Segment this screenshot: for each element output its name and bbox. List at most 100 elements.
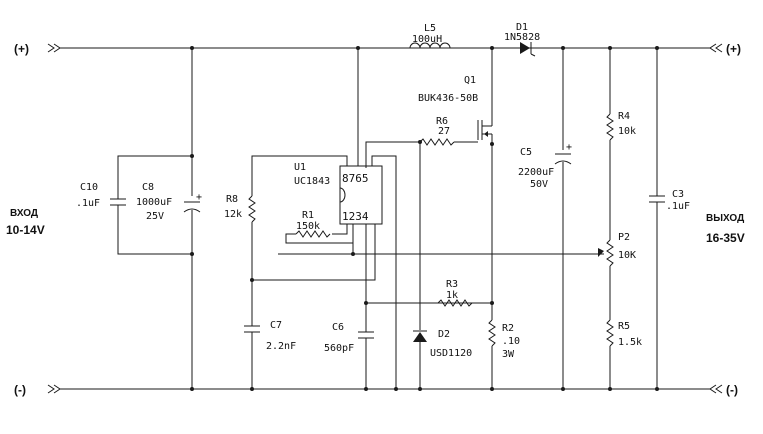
c10-ref: C10	[80, 182, 98, 193]
junction	[608, 46, 612, 50]
c6-ref: C6	[332, 322, 344, 333]
terminal-minus-right: (-)	[726, 383, 738, 397]
resistor-r1-symbol	[295, 230, 331, 238]
potentiometer-p2-symbol	[606, 239, 614, 267]
c8-ref: C8	[142, 182, 154, 193]
terminal-arrow-left-minus	[47, 384, 68, 394]
resistor-r6-symbol	[419, 138, 455, 146]
r6-ref: R6	[436, 116, 448, 127]
wire-r1-left	[332, 224, 348, 235]
output-label: ВЫХОД	[706, 213, 744, 224]
c8-value: 1000uF	[136, 197, 172, 208]
c5-voltage: 50V	[530, 179, 548, 190]
u1-pins-bottom: 1234	[342, 210, 369, 223]
junction	[490, 387, 494, 391]
svg-text:+: +	[196, 192, 202, 203]
resistor-r4-symbol	[606, 113, 614, 141]
c10-value: .1uF	[76, 198, 100, 209]
resistor-r3-symbol	[437, 299, 473, 307]
junction	[190, 252, 194, 256]
input-label: ВХОД	[10, 208, 38, 219]
c5-ref: C5	[520, 147, 532, 158]
junction	[351, 252, 355, 256]
capacitor-c10-symbol	[110, 198, 126, 206]
junction	[418, 387, 422, 391]
q1-ref: Q1	[464, 75, 476, 86]
resistor-r2-symbol	[488, 319, 496, 347]
c3-value: .1uF	[666, 201, 690, 212]
u1-ref: U1	[294, 162, 306, 173]
c8-voltage: 25V	[146, 211, 164, 222]
ic-u1-notch	[339, 187, 346, 203]
c3-ref: C3	[672, 189, 684, 200]
ic-u1-body	[339, 165, 383, 225]
resistor-r8-symbol	[248, 195, 256, 223]
c7-ref: C7	[270, 320, 282, 331]
capacitor-c3-symbol	[649, 195, 665, 203]
wire-u1-pin3	[365, 224, 492, 304]
wire-r6-left	[365, 141, 420, 168]
terminal-arrow-right-plus	[709, 43, 723, 53]
q1-value: BUK436-50B	[418, 93, 478, 104]
r8-value: 12k	[224, 209, 242, 220]
terminal-arrow-left-plus	[47, 43, 68, 53]
c7-value: 2.2nF	[266, 341, 296, 352]
resistor-r5-symbol	[606, 319, 614, 347]
r2-power: 3W	[502, 349, 515, 360]
r8-ref: R8	[226, 194, 238, 205]
junction	[190, 46, 194, 50]
r6-value: 27	[438, 126, 450, 137]
capacitor-c8-symbol: +	[183, 192, 202, 213]
wire-u1-pin5	[371, 155, 397, 389]
u1-pins-top: 8765	[342, 172, 369, 185]
capacitor-c5-symbol: +	[554, 142, 572, 165]
junction	[190, 387, 194, 391]
r5-ref: R5	[618, 321, 630, 332]
junction	[190, 154, 194, 158]
l5-ref: L5	[424, 23, 436, 34]
junction	[490, 142, 494, 146]
wire-u1-pin8	[251, 155, 348, 196]
junction	[561, 387, 565, 391]
wire	[278, 243, 354, 255]
wire-c10-top	[117, 155, 192, 199]
junction	[655, 387, 659, 391]
input-range: 10-14V	[6, 223, 45, 237]
wire-r1-right	[285, 224, 354, 244]
d2-ref: D2	[438, 329, 450, 340]
r3-value: 1k	[446, 290, 458, 301]
c6-value: 560pF	[324, 343, 354, 354]
junction	[608, 387, 612, 391]
l5-value: 100uH	[412, 34, 442, 45]
capacitor-c6-symbol	[358, 331, 374, 339]
r3-ref: R3	[446, 279, 458, 290]
junction	[655, 46, 659, 50]
terminal-minus-left: (-)	[14, 383, 26, 397]
wire-u1-pin4	[252, 224, 376, 281]
svg-text:+: +	[566, 142, 572, 153]
terminal-arrow-right-minus	[709, 384, 723, 394]
mosfet-q1-symbol	[477, 120, 492, 140]
r5-value: 1.5k	[618, 337, 642, 348]
d2-value: USD1120	[430, 348, 472, 359]
capacitor-c7-symbol	[244, 325, 260, 333]
junction	[250, 387, 254, 391]
d1-ref: D1	[516, 22, 528, 33]
wire-c10-bottom	[117, 205, 192, 255]
r1-ref: R1	[302, 210, 314, 221]
p2-ref: P2	[618, 232, 630, 243]
r2-ref: R2	[502, 323, 514, 334]
potentiometer-wiper-arrow	[598, 248, 604, 257]
terminal-plus-left: (+)	[14, 42, 29, 56]
r4-value: 10k	[618, 126, 636, 137]
r4-ref: R4	[618, 111, 630, 122]
diode-d2-symbol	[413, 330, 427, 342]
d1-value: 1N5828	[504, 32, 540, 43]
output-range: 16-35V	[706, 231, 745, 245]
u1-value: UC1843	[294, 176, 330, 187]
r2-value: .10	[502, 336, 520, 347]
c5-value: 2200uF	[518, 167, 554, 178]
diode-d1-symbol	[520, 42, 536, 57]
inductor-l5-symbol	[409, 42, 451, 49]
